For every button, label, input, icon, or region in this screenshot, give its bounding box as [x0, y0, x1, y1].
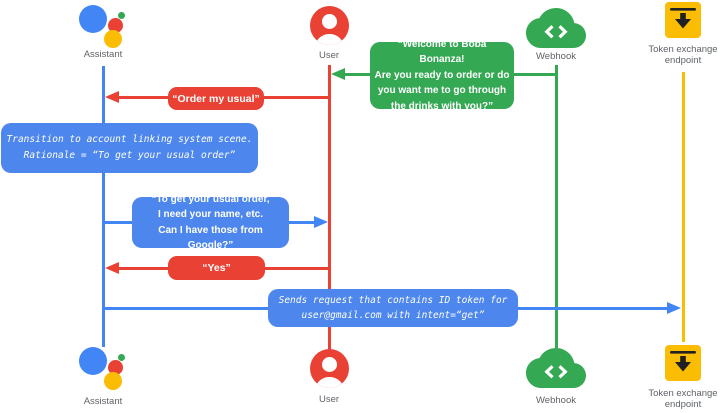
token-endpoint-icon: [665, 2, 701, 38]
token-endpoint-lifeline: [681, 72, 685, 342]
assistant-label-top: Assistant: [83, 49, 123, 60]
user-shoulders-icon: [315, 34, 344, 45]
order-message-bubble: “Order my usual”: [168, 87, 264, 110]
user-head-icon: [322, 357, 337, 372]
user-head-icon: [322, 14, 337, 29]
user-avatar-icon-bottom: [310, 349, 349, 388]
user-label-bottom: User: [318, 394, 340, 405]
webhook-label-bottom: Webhook: [536, 395, 576, 406]
token-endpoint-icon-bottom: [665, 345, 701, 381]
assistant-yellow-dot-icon: [104, 372, 122, 390]
order-arrowhead-icon: [104, 90, 119, 103]
assistant-blue-dot-icon: [79, 347, 107, 375]
ask-permission-message-bubble: “To get your usual order, I need your na…: [132, 194, 289, 251]
google-assistant-logo-icon: [79, 4, 126, 48]
token-endpoint-label-bottom: Token exchange endpoint: [648, 388, 718, 410]
ask-permission-arrowhead-icon: [314, 215, 328, 228]
send-request-arrowhead-icon: [667, 301, 681, 314]
token-endpoint-label-top: Token exchange endpoint: [648, 44, 718, 66]
user-label-top: User: [318, 50, 340, 61]
assistant-red-dot-icon: [108, 360, 123, 375]
webhook-cloud-icon-bottom: [526, 348, 586, 388]
assistant-green-dot-icon: [118, 12, 125, 19]
webhook-cloud-icon: [526, 8, 586, 48]
google-assistant-logo-icon-bottom: [79, 346, 126, 390]
welcome-arrowhead-icon: [331, 67, 345, 80]
assistant-green-dot-icon: [118, 354, 125, 361]
welcome-message-bubble: “Welcome to Boba Bonanza! Are you ready …: [370, 39, 514, 112]
assistant-label-bottom: Assistant: [83, 396, 123, 407]
transition-note-bubble: Transition to account linking system sce…: [1, 123, 258, 173]
assistant-blue-dot-icon: [79, 5, 107, 33]
user-shoulders-icon: [315, 377, 344, 388]
yes-arrowhead-icon: [104, 261, 119, 274]
assistant-yellow-dot-icon: [104, 30, 122, 48]
yes-message-bubble: “Yes”: [168, 256, 265, 280]
assistant-lifeline: [101, 66, 105, 347]
send-request-note-bubble: Sends request that contains ID token for…: [268, 289, 518, 327]
assistant-red-dot-icon: [108, 18, 123, 33]
user-lifeline: [328, 65, 331, 350]
webhook-label-top: Webhook: [536, 51, 576, 62]
user-avatar-icon: [310, 6, 349, 45]
webhook-lifeline: [555, 65, 558, 348]
